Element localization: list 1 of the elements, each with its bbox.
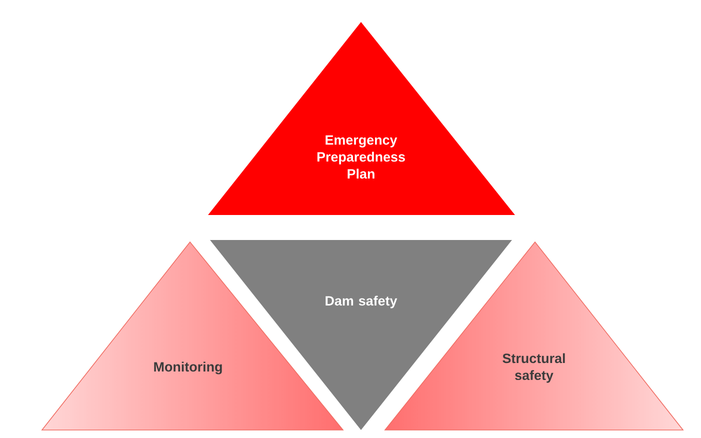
triangle: Emergency Preparedness Plan [208, 22, 515, 215]
